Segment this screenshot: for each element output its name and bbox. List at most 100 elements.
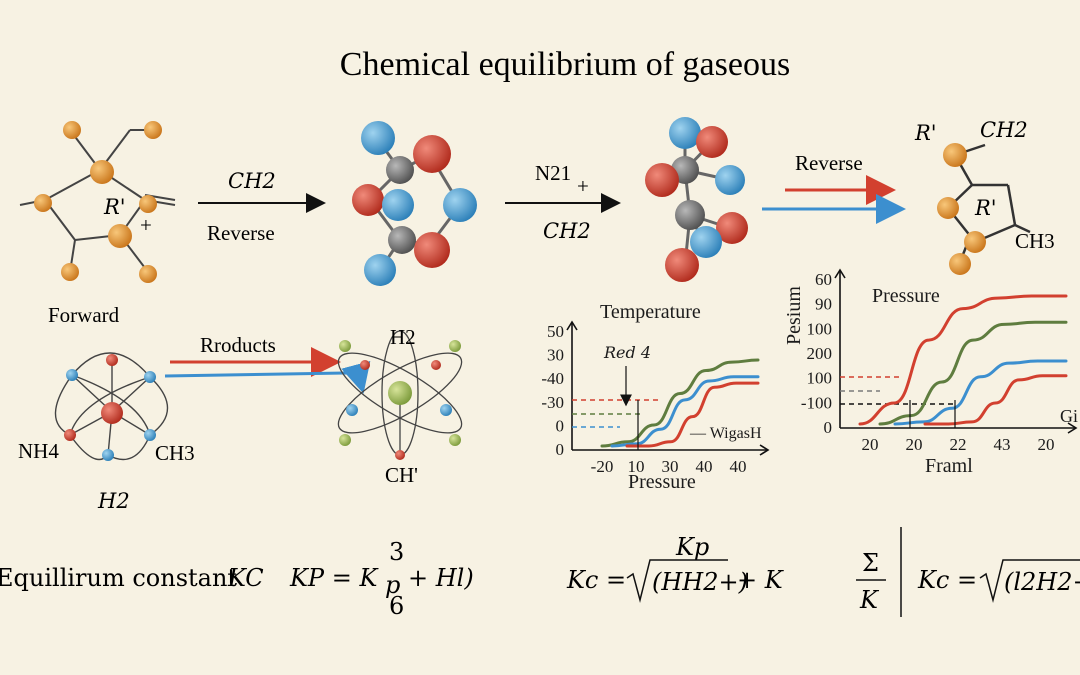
atom xyxy=(440,404,452,416)
atom xyxy=(339,434,351,446)
x-tick-label: 40 xyxy=(730,457,747,476)
atom xyxy=(675,200,705,230)
eq2-lhs: Kc = xyxy=(566,566,626,594)
y-axis-arrow xyxy=(566,320,578,331)
atom xyxy=(715,165,745,195)
atom xyxy=(34,194,52,212)
atom xyxy=(102,449,114,461)
atom xyxy=(382,189,414,221)
y-tick-label: 0 xyxy=(556,416,565,435)
eq1-kp: KP = K xyxy=(289,564,379,592)
x-tick-label: 30 xyxy=(662,457,679,476)
atom xyxy=(108,224,132,248)
x-tick-label: 20 xyxy=(862,435,879,454)
atom xyxy=(443,188,477,222)
y-tick-label: 0 xyxy=(556,440,565,459)
plus-sign: + xyxy=(140,213,152,237)
atom xyxy=(943,143,967,167)
sqrt-sign xyxy=(626,559,728,603)
y-tick-label: -40 xyxy=(541,369,564,388)
plus-sign: + xyxy=(577,174,589,198)
atom xyxy=(449,340,461,352)
ch2-label: CH2 xyxy=(228,169,276,193)
series-line xyxy=(878,320,1068,426)
y-axis-arrow xyxy=(834,268,846,279)
atom xyxy=(716,212,748,244)
atom xyxy=(144,371,156,383)
eq1-sup: 3 xyxy=(389,538,404,566)
atom xyxy=(63,121,81,139)
ch2-label: CH2 xyxy=(543,219,591,243)
y-tick-label: 200 xyxy=(807,344,833,363)
eq2-top: Kp xyxy=(675,533,709,561)
atom xyxy=(413,135,451,173)
series-line xyxy=(858,294,1068,426)
atom xyxy=(431,360,441,370)
x-tick-label: -20 xyxy=(591,457,614,476)
atom xyxy=(388,226,416,254)
atom xyxy=(64,429,76,441)
reverse-label: Reverse xyxy=(207,221,275,245)
eq2-rad: (HH2+) xyxy=(652,568,748,596)
axis-end-label: Gi xyxy=(1060,406,1078,426)
atom xyxy=(90,160,114,184)
x-tick-label: 40 xyxy=(696,457,713,476)
atom xyxy=(66,369,78,381)
x-tick-label: 22 xyxy=(950,435,967,454)
eq2-tail: + K xyxy=(737,566,785,594)
atom xyxy=(364,254,396,286)
y-tick-label: 0 xyxy=(824,418,833,437)
x-tick-label: 43 xyxy=(994,435,1011,454)
atom xyxy=(106,354,118,366)
products-arrow-blue xyxy=(164,360,371,394)
x-tick-label: 20 xyxy=(1038,435,1055,454)
atom xyxy=(414,232,450,268)
nh4-label: NH4 xyxy=(18,439,59,463)
ch-prime-label: CH' xyxy=(385,463,418,487)
atom xyxy=(964,231,986,253)
legend-entry: — WigasH xyxy=(689,425,762,442)
eq1-tail: + Hl) xyxy=(408,564,474,592)
eq1-sub: p xyxy=(385,571,400,599)
eq3-lhs: Kc = xyxy=(917,566,977,594)
equation-3: Σ K Kc = (l2H2+ xyxy=(856,527,1080,617)
atom xyxy=(669,117,701,149)
atom xyxy=(144,121,162,139)
x-tick-label: 20 xyxy=(906,435,923,454)
atom xyxy=(339,340,351,352)
series-line xyxy=(893,359,1068,426)
atom xyxy=(645,163,679,197)
y-axis-label: Pesium xyxy=(783,286,805,345)
y-tick-label: 30 xyxy=(547,346,564,365)
products-label: Rroducts xyxy=(200,333,276,357)
atom xyxy=(139,265,157,283)
x-tick-label: 10 xyxy=(628,457,645,476)
atom xyxy=(395,450,405,460)
sqrt-sign xyxy=(979,559,1080,603)
series-line xyxy=(600,358,760,448)
page-title: Chemical equilibrium of gaseous xyxy=(340,46,790,83)
eq1-kc: KC xyxy=(227,564,264,592)
y-tick-label: 100 xyxy=(807,369,833,388)
chart-annotation: Red 4 xyxy=(603,343,651,362)
ch3-label: CH3 xyxy=(155,441,195,465)
eq1-text: Equillirum constant xyxy=(0,564,237,592)
y-tick-label: -100 xyxy=(801,393,832,412)
h2-label: H2 xyxy=(390,325,416,349)
chart-title: Pressure xyxy=(872,285,940,307)
atom xyxy=(361,121,395,155)
atom xyxy=(388,381,412,405)
series-line xyxy=(610,375,760,448)
atom xyxy=(144,429,156,441)
r-prime-label: R' xyxy=(103,195,126,219)
forward-label: Forward xyxy=(48,303,120,327)
n21-label: N21 xyxy=(535,161,571,185)
atom xyxy=(696,126,728,158)
chart-title: Temperature xyxy=(600,301,701,323)
x-axis-label: Pressure xyxy=(628,471,696,493)
eq1-under: 6 xyxy=(389,592,404,620)
y-tick-label: -30 xyxy=(541,393,564,412)
equation-2: Kp Kc = (HH2+) + K xyxy=(566,533,785,603)
